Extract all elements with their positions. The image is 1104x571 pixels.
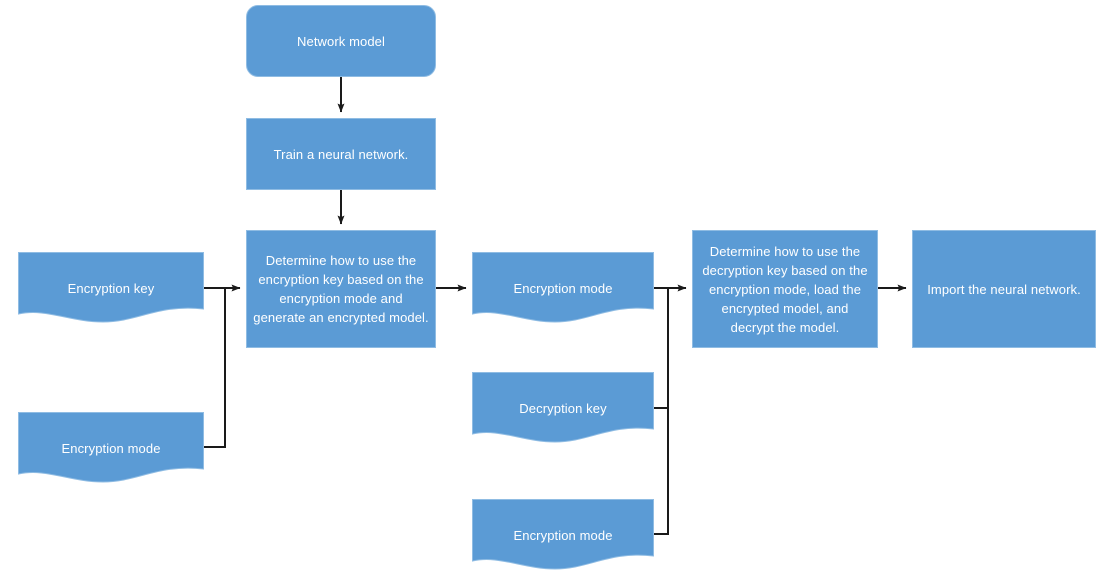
edge-encmodebot-to-decrypt	[654, 408, 669, 535]
node-label: Import the neural network.	[927, 281, 1081, 297]
node-label: Encryption mode	[61, 440, 161, 456]
node-determine-encrypt[interactable]: Determine how to use the encryption key …	[246, 230, 436, 348]
node-label: Train a neural network.	[273, 146, 409, 162]
node-label: Determine how to use the encryption key …	[253, 253, 429, 325]
node-label: Decryption key	[519, 400, 607, 416]
node-encryption-mode-bottom[interactable]: Encryption mode	[472, 499, 654, 571]
node-label: Network model	[297, 33, 385, 49]
node-label: Encryption key	[67, 280, 155, 296]
node-label: Encryption mode	[513, 280, 613, 296]
node-encryption-mode-mid[interactable]: Encryption mode	[472, 252, 654, 324]
document-shape	[472, 252, 654, 323]
edge-deckey-to-decrypt	[654, 288, 669, 409]
node-encryption-key[interactable]: Encryption key	[18, 252, 204, 324]
node-network-model[interactable]: Network model	[246, 5, 436, 77]
document-shape	[18, 412, 204, 483]
document-shape	[472, 372, 654, 443]
edge-encmode-to-determine	[204, 288, 226, 448]
node-import-network[interactable]: Import the neural network.	[912, 230, 1096, 348]
node-label: Determine how to use the decryption key …	[702, 243, 868, 335]
document-shape	[18, 252, 204, 323]
node-determine-decrypt[interactable]: Determine how to use the decryption key …	[692, 230, 878, 348]
node-decryption-key[interactable]: Decryption key	[472, 372, 654, 444]
node-train-network[interactable]: Train a neural network.	[246, 118, 436, 190]
node-encryption-mode-left[interactable]: Encryption mode	[18, 412, 204, 484]
node-label: Encryption mode	[513, 527, 613, 543]
